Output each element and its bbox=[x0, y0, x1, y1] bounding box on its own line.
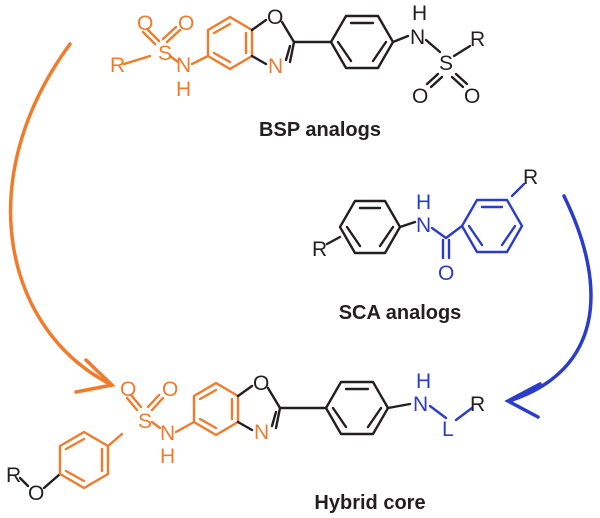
blue-curved-arrow-shaft bbox=[510, 194, 593, 402]
hybrid-sulfonyl-oxygen-2: O bbox=[162, 378, 178, 401]
sca-carbonyl-oxygen: O bbox=[438, 262, 454, 285]
hybrid-sulfur: S bbox=[138, 410, 152, 433]
hybrid-phenyl-n-bond bbox=[386, 402, 412, 410]
bsp-right-sulfur: S bbox=[439, 52, 453, 75]
hybrid-n-linker-bond bbox=[428, 404, 448, 420]
hybrid-oxazole-double-bond bbox=[270, 410, 278, 428]
sca-caption: SCA analogs bbox=[339, 302, 462, 324]
bsp-amide-hydrogen: H bbox=[176, 78, 191, 101]
sca-phenyl-n-bond bbox=[398, 220, 417, 229]
hybrid-sulfonamide-hydrogen: H bbox=[160, 445, 175, 468]
bsp-sulfur: S bbox=[158, 42, 172, 65]
bsp-amide-nitrogen: N bbox=[176, 54, 191, 77]
bsp-r-group-left: R bbox=[110, 54, 125, 77]
blue-arrow-head bbox=[504, 382, 542, 419]
bsp-to-hybrid-arrow bbox=[8, 42, 116, 394]
bsp-sulfonyl-oxygen-1: O bbox=[137, 12, 153, 35]
hybrid-ether-oxygen: O bbox=[28, 482, 44, 505]
bsp-n-s-bond bbox=[424, 38, 442, 54]
bsp-phenyl-double-bonds bbox=[336, 21, 388, 63]
hybrid-amine-hydrogen: H bbox=[416, 370, 431, 393]
bsp-oxazole-oxygen: O bbox=[267, 6, 283, 29]
bsp-sulfonyl-oxygen-2: O bbox=[178, 12, 194, 35]
sca-benzoyl-double-bonds bbox=[467, 205, 517, 247]
bsp-right-sulfonyl-bonds bbox=[425, 72, 469, 89]
orange-arrow-head bbox=[74, 358, 116, 394]
bsp-sulfonyl-bonds bbox=[122, 25, 182, 66]
hybrid-caption: Hybrid core bbox=[314, 492, 425, 514]
hybrid-o-aryl-bond bbox=[42, 472, 62, 490]
hybrid-oxazole-oxygen: O bbox=[253, 372, 269, 395]
bsp-benzoxazole: O N bbox=[206, 6, 296, 78]
bsp-caption: BSP analogs bbox=[259, 119, 381, 141]
hybrid-oxazole-nitrogen: N bbox=[254, 421, 269, 444]
sca-analog-structure: R H N O R bbox=[312, 166, 538, 285]
hybrid-s-n-bond bbox=[150, 420, 162, 430]
hybrid-sulfonyl-bonds bbox=[125, 393, 165, 412]
hybrid-n-benzo-bond bbox=[174, 420, 196, 434]
bsp-r-group-right: R bbox=[470, 28, 485, 51]
hybrid-oxazole-ring bbox=[236, 384, 282, 432]
bsp-benzo-double-bonds bbox=[212, 22, 248, 64]
hybrid-r-group-right: R bbox=[470, 393, 485, 416]
hybrid-benzenesulfonyl-double-bonds bbox=[64, 437, 104, 483]
sca-amide-backbone bbox=[430, 224, 464, 240]
bsp-right-nitrogen: N bbox=[410, 26, 425, 49]
sca-r-group-left: R bbox=[312, 238, 327, 261]
bsp-analog-structure: O O S R N H O N H N S bbox=[110, 2, 485, 108]
orange-curved-arrow-shaft bbox=[8, 42, 112, 386]
sca-carbonyl-bond bbox=[441, 238, 451, 260]
sca-amide-nitrogen: N bbox=[416, 214, 431, 237]
hybrid-r-group-left: R bbox=[6, 464, 21, 487]
hybrid-sulfonamide-nitrogen: N bbox=[160, 422, 175, 445]
sca-r-bond bbox=[325, 235, 342, 246]
bsp-phenyl-n-bond bbox=[391, 34, 410, 44]
bsp-s-r-bond bbox=[452, 44, 472, 58]
sca-benzoyl-ring bbox=[460, 198, 524, 254]
bsp-n-aryl-bond bbox=[190, 54, 210, 66]
bsp-right-oxygen-2: O bbox=[464, 85, 480, 108]
hybrid-amine-nitrogen: N bbox=[413, 393, 428, 416]
sca-r-bond-right bbox=[510, 182, 526, 198]
bsp-left-sulfonamide: O O S R N H bbox=[110, 12, 210, 101]
bsp-right-oxygen-1: O bbox=[412, 85, 428, 108]
hybrid-aryl-s-bond bbox=[106, 432, 124, 448]
hybrid-linker: L bbox=[442, 418, 454, 441]
bsp-right-hydrogen: H bbox=[412, 2, 427, 25]
hybrid-r-o-bond bbox=[18, 476, 30, 488]
hybrid-core-structure: R O O O S N H O N H N L R bbox=[6, 370, 485, 505]
bsp-oxazole-double-bond bbox=[284, 44, 292, 62]
hybrid-phenyl-double-bonds bbox=[331, 387, 383, 429]
sca-phenyl-double-bonds bbox=[345, 206, 395, 248]
sca-amide-hydrogen: H bbox=[416, 191, 431, 214]
sca-r-group-right: R bbox=[523, 166, 538, 189]
bsp-oxazole-nitrogen: N bbox=[268, 55, 283, 78]
sca-to-hybrid-arrow bbox=[504, 194, 593, 419]
hybrid-linker-r-bond bbox=[454, 406, 474, 422]
bsp-oxazole-ring bbox=[250, 18, 296, 66]
hybrid-benzo-double-bonds bbox=[198, 388, 234, 430]
bsp-right-phenyl: H N S R O O bbox=[292, 2, 485, 108]
